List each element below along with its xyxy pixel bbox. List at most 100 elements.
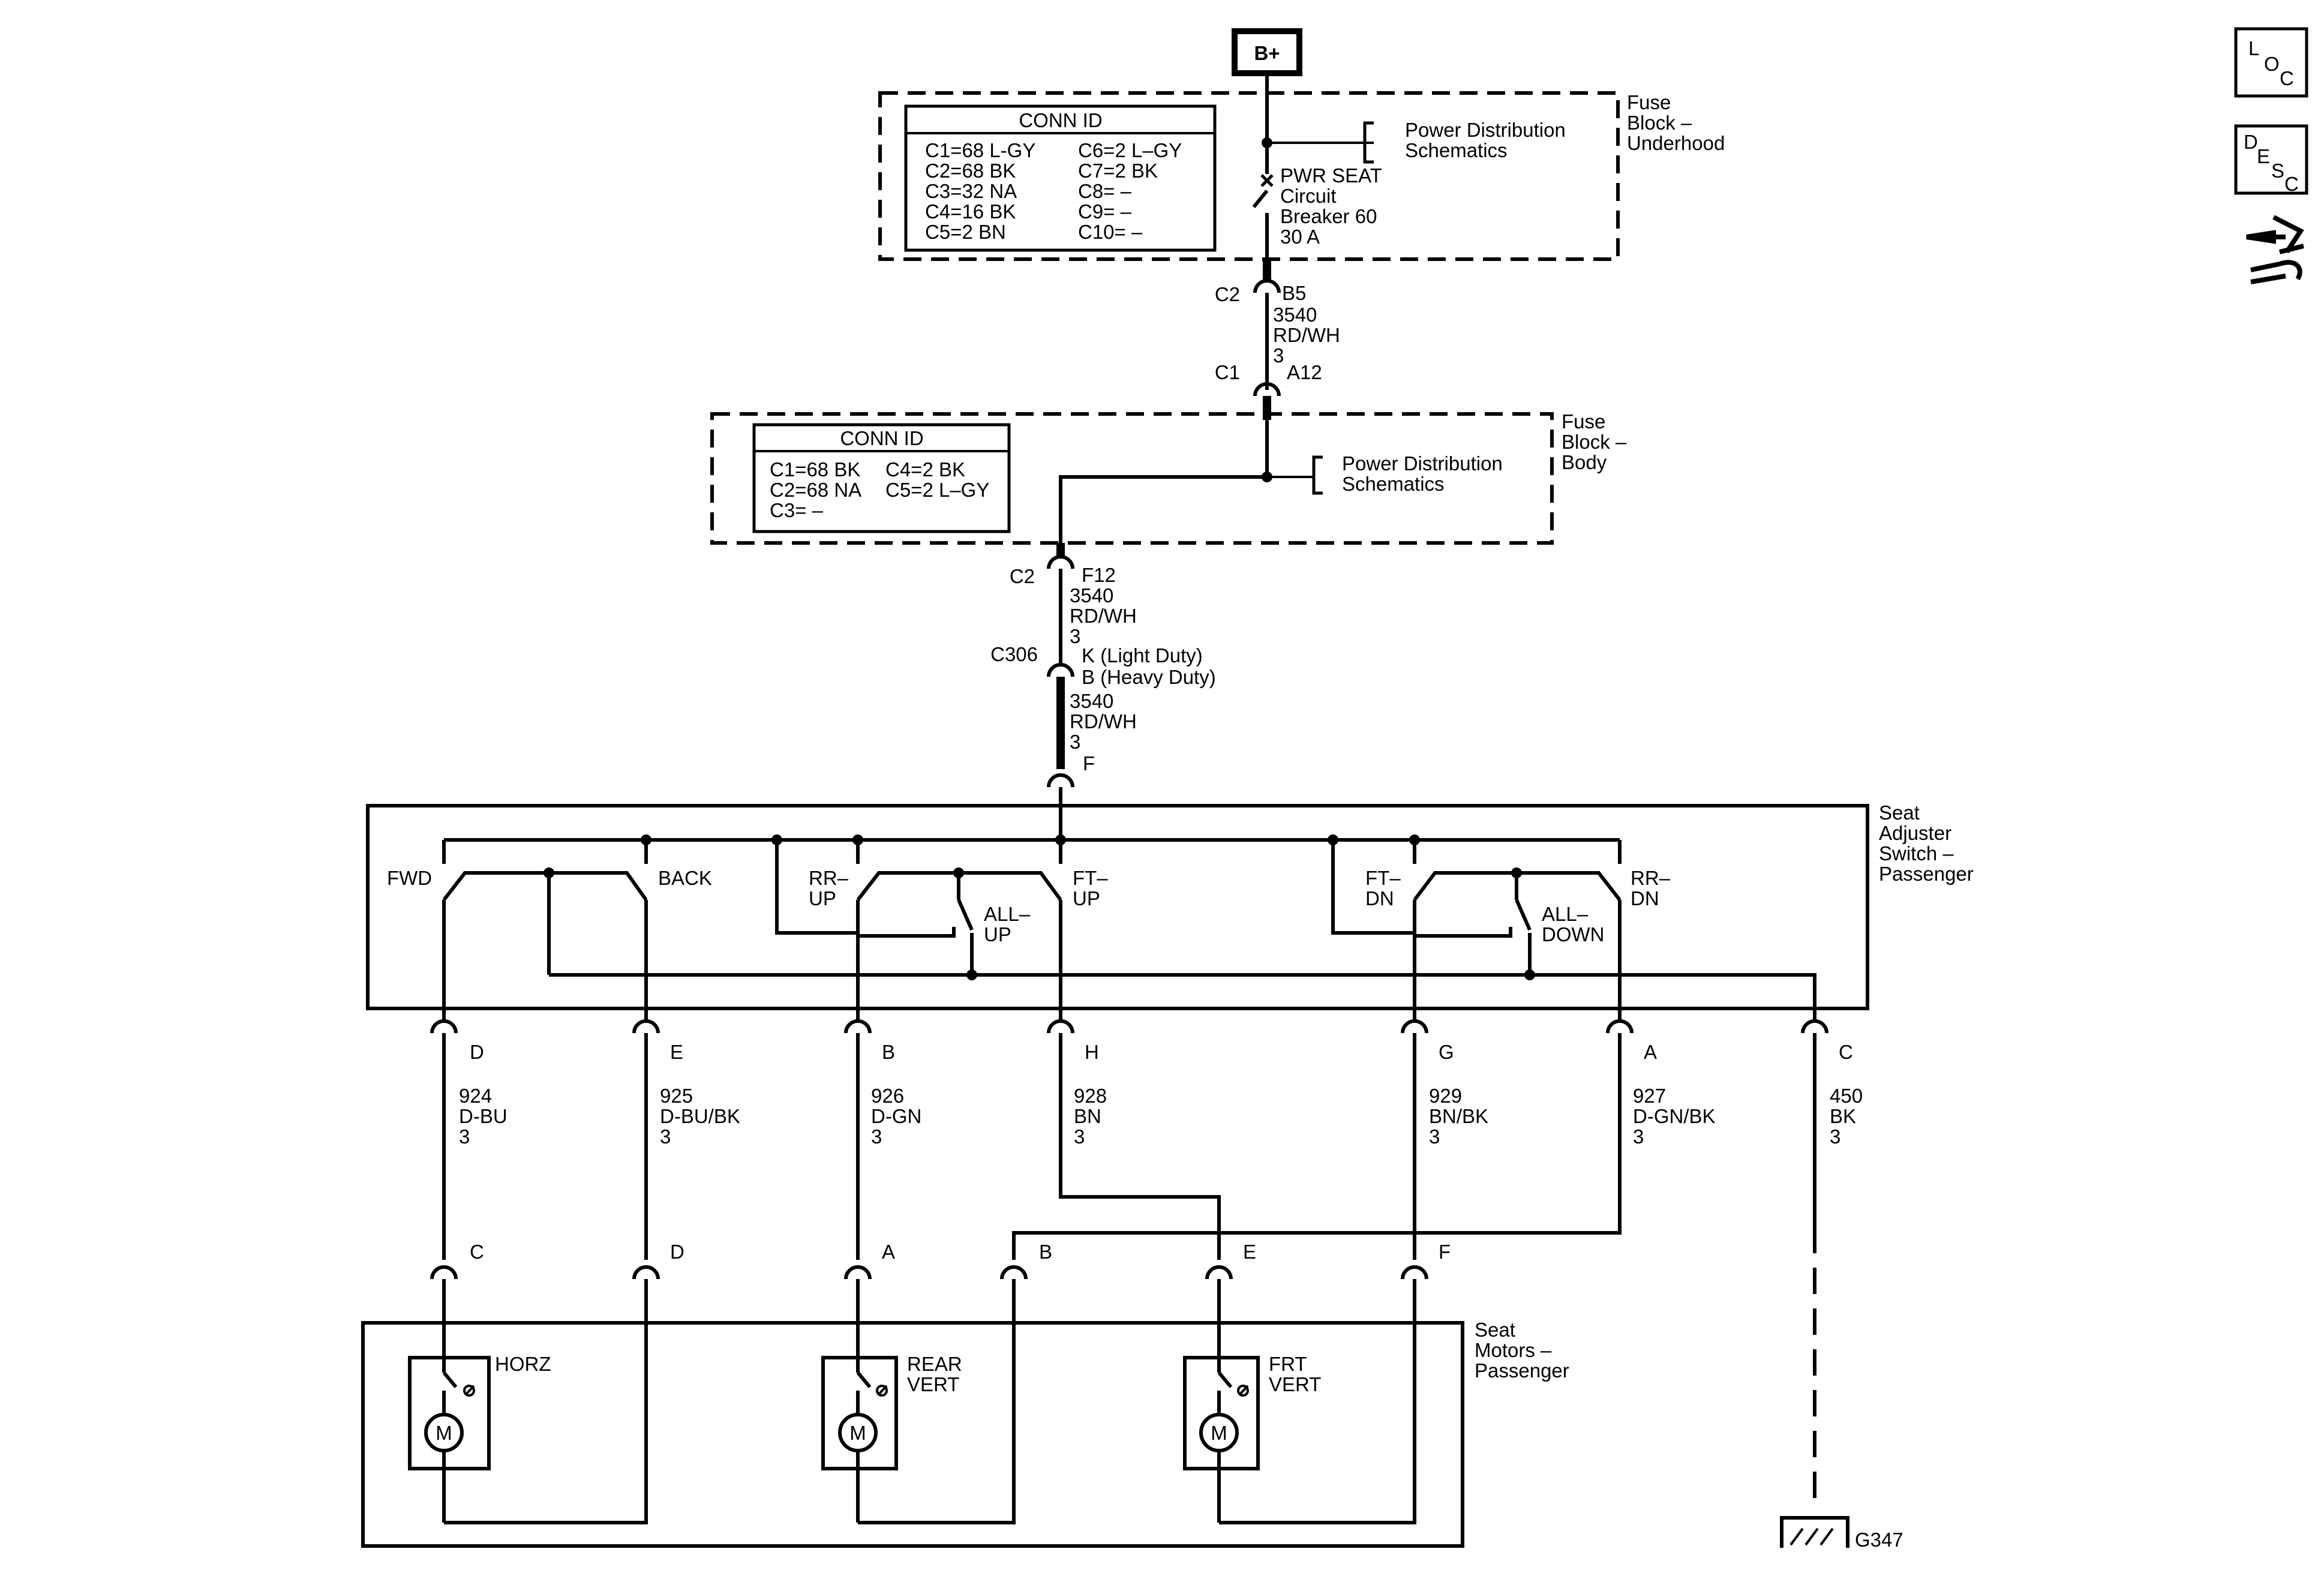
seat-motors-title-1: Seat [1475, 1319, 1515, 1341]
seat-switch-title-1: Seat [1879, 801, 1920, 824]
switch-pin-f-label: F [1083, 752, 1095, 775]
svg-text:924: 924 [459, 1085, 492, 1107]
wire-3540-mid-color: RD/WH [1070, 605, 1137, 627]
underhood-power-ref-bracket [1363, 121, 1374, 164]
switch-label-ft-dn-2: DN [1365, 887, 1394, 909]
underhood-conn-c3: C3=32 NA [925, 180, 1017, 202]
svg-text:3: 3 [1074, 1125, 1085, 1148]
svg-text:C: C [2284, 173, 2299, 195]
rear-vert-motor: M [821, 1279, 1016, 1524]
wire-3540-lower-color: RD/WH [1070, 710, 1137, 733]
connector-c306 [1047, 663, 1074, 677]
wire-3540-upper-gauge: 3 [1273, 344, 1284, 367]
connector-c1-a12 [1253, 382, 1281, 397]
switch-pin-c: C [1839, 1041, 1853, 1063]
wire-927 [1012, 1033, 1622, 1260]
underhood-power-ref-1: Power Distribution [1405, 119, 1566, 141]
svg-text:M: M [436, 1422, 452, 1444]
breaker-label-1: PWR SEAT [1280, 164, 1382, 187]
svg-text:L: L [2248, 37, 2259, 59]
body-conn-c2: C2=68 NA [770, 479, 861, 501]
loc-icon[interactable]: L O C [2234, 27, 2308, 98]
wire-3540-upper-color: RD/WH [1273, 324, 1340, 346]
wire-3540-lower-gauge: 3 [1070, 731, 1080, 753]
switch-label-rr-dn-1: RR– [1631, 867, 1671, 889]
all-down-switch-arm [1515, 899, 1532, 931]
body-power-ref-2: Schematics [1342, 473, 1445, 495]
svg-text:3: 3 [1830, 1125, 1840, 1148]
svg-text:D-BU/BK: D-BU/BK [660, 1105, 740, 1127]
body-power-ref-bracket [1312, 455, 1323, 495]
seat-motors-boundary [361, 1321, 1464, 1548]
svg-text:BN: BN [1074, 1105, 1101, 1127]
horz-motor-label: HORZ [495, 1353, 551, 1375]
fuse-block-body-title-2: Block – [1562, 431, 1627, 453]
connector-c306-pin-heavy: B (Heavy Duty) [1082, 666, 1216, 688]
rear-vert-motor-label-2: VERT [907, 1373, 959, 1395]
underhood-conn-c6: C6=2 L–GY [1078, 139, 1182, 161]
motor-pin-e: E [1243, 1241, 1256, 1263]
wire-3540-mid-circuit: 3540 [1070, 584, 1113, 607]
underhood-conn-c10: C10= – [1078, 221, 1143, 243]
svg-text:M: M [849, 1422, 866, 1444]
svg-text:3: 3 [1429, 1125, 1440, 1148]
body-conn-c3: C3= – [770, 499, 824, 521]
svg-text:D: D [2244, 131, 2258, 153]
underhood-conn-c1: C1=68 L-GY [925, 139, 1035, 161]
switch-label-back: BACK [658, 867, 712, 889]
switch-label-ft-up-1: FT– [1073, 867, 1108, 889]
svg-text:929: 929 [1429, 1085, 1462, 1107]
connector-c2-label: C2 [1215, 283, 1240, 305]
underhood-conn-c2: C2=68 BK [925, 160, 1016, 182]
motor-pin-c: C [470, 1241, 484, 1263]
fuse-block-underhood-title-3: Underhood [1627, 132, 1725, 154]
desc-icon[interactable]: D E S C [2234, 124, 2308, 195]
connector-c2-b5 [1253, 279, 1281, 293]
underhood-conn-c7: C7=2 BK [1078, 160, 1158, 182]
body-conn-c1: C1=68 BK [770, 458, 860, 481]
horz-motor: M [408, 1279, 648, 1524]
connector-c1-label: C1 [1215, 361, 1240, 383]
switch-label-rr-up-2: UP [809, 887, 836, 909]
ground-symbol [1780, 1516, 1849, 1548]
fuse-block-underhood-title-2: Block – [1627, 112, 1692, 134]
fuse-block-underhood-boundary [878, 91, 1620, 261]
breaker-label-3: Breaker 60 [1280, 205, 1377, 227]
switch-pin-f-connector [1047, 773, 1074, 788]
svg-text:3: 3 [1633, 1125, 1644, 1148]
arrows-wrench-icon[interactable] [2246, 215, 2304, 284]
svg-text:D-GN: D-GN [871, 1105, 921, 1127]
svg-text:BN/BK: BN/BK [1429, 1105, 1488, 1127]
motor-pin-f: F [1439, 1241, 1451, 1263]
svg-text:927: 927 [1633, 1085, 1666, 1107]
wire-labels: 924 D-BU 3 925 D-BU/BK 3 926 D-GN 3 928 … [459, 1085, 1863, 1148]
svg-text:3: 3 [871, 1125, 882, 1148]
connector-c306-label: C306 [990, 643, 1038, 665]
front-vert-motor: M [1183, 1279, 1416, 1524]
svg-text:3: 3 [660, 1125, 671, 1148]
seat-switch-title-4: Passenger [1879, 863, 1974, 885]
ground-label: G347 [1855, 1529, 1903, 1551]
underhood-conn-c8: C8= – [1078, 180, 1132, 202]
switch-pin-b: B [882, 1041, 895, 1063]
body-power-ref-1: Power Distribution [1342, 452, 1503, 475]
svg-text:O: O [2264, 53, 2280, 75]
breaker-x-mark [1260, 174, 1274, 187]
body-conn-id-title: CONN ID [840, 427, 923, 449]
wire-3540-lower-circuit: 3540 [1070, 690, 1113, 712]
svg-text:C: C [2280, 67, 2294, 89]
power-source-label: B+ [1254, 42, 1280, 64]
underhood-conn-c9: C9= – [1078, 200, 1132, 223]
svg-text:926: 926 [871, 1085, 904, 1107]
breaker-label-4: 30 A [1280, 226, 1320, 248]
wire-3540-upper-circuit: 3540 [1273, 304, 1317, 326]
fuse-block-body-boundary [710, 412, 1554, 545]
underhood-conn-c5: C5=2 BN [925, 221, 1006, 243]
fwd-back-switch-contact [442, 871, 648, 901]
underhood-conn-id-table [904, 104, 1217, 252]
svg-text:D-GN/BK: D-GN/BK [1633, 1105, 1716, 1127]
switch-label-all-down-1: ALL– [1542, 903, 1589, 925]
fuse-block-underhood-title-1: Fuse [1627, 91, 1671, 113]
svg-text:450: 450 [1830, 1085, 1863, 1107]
